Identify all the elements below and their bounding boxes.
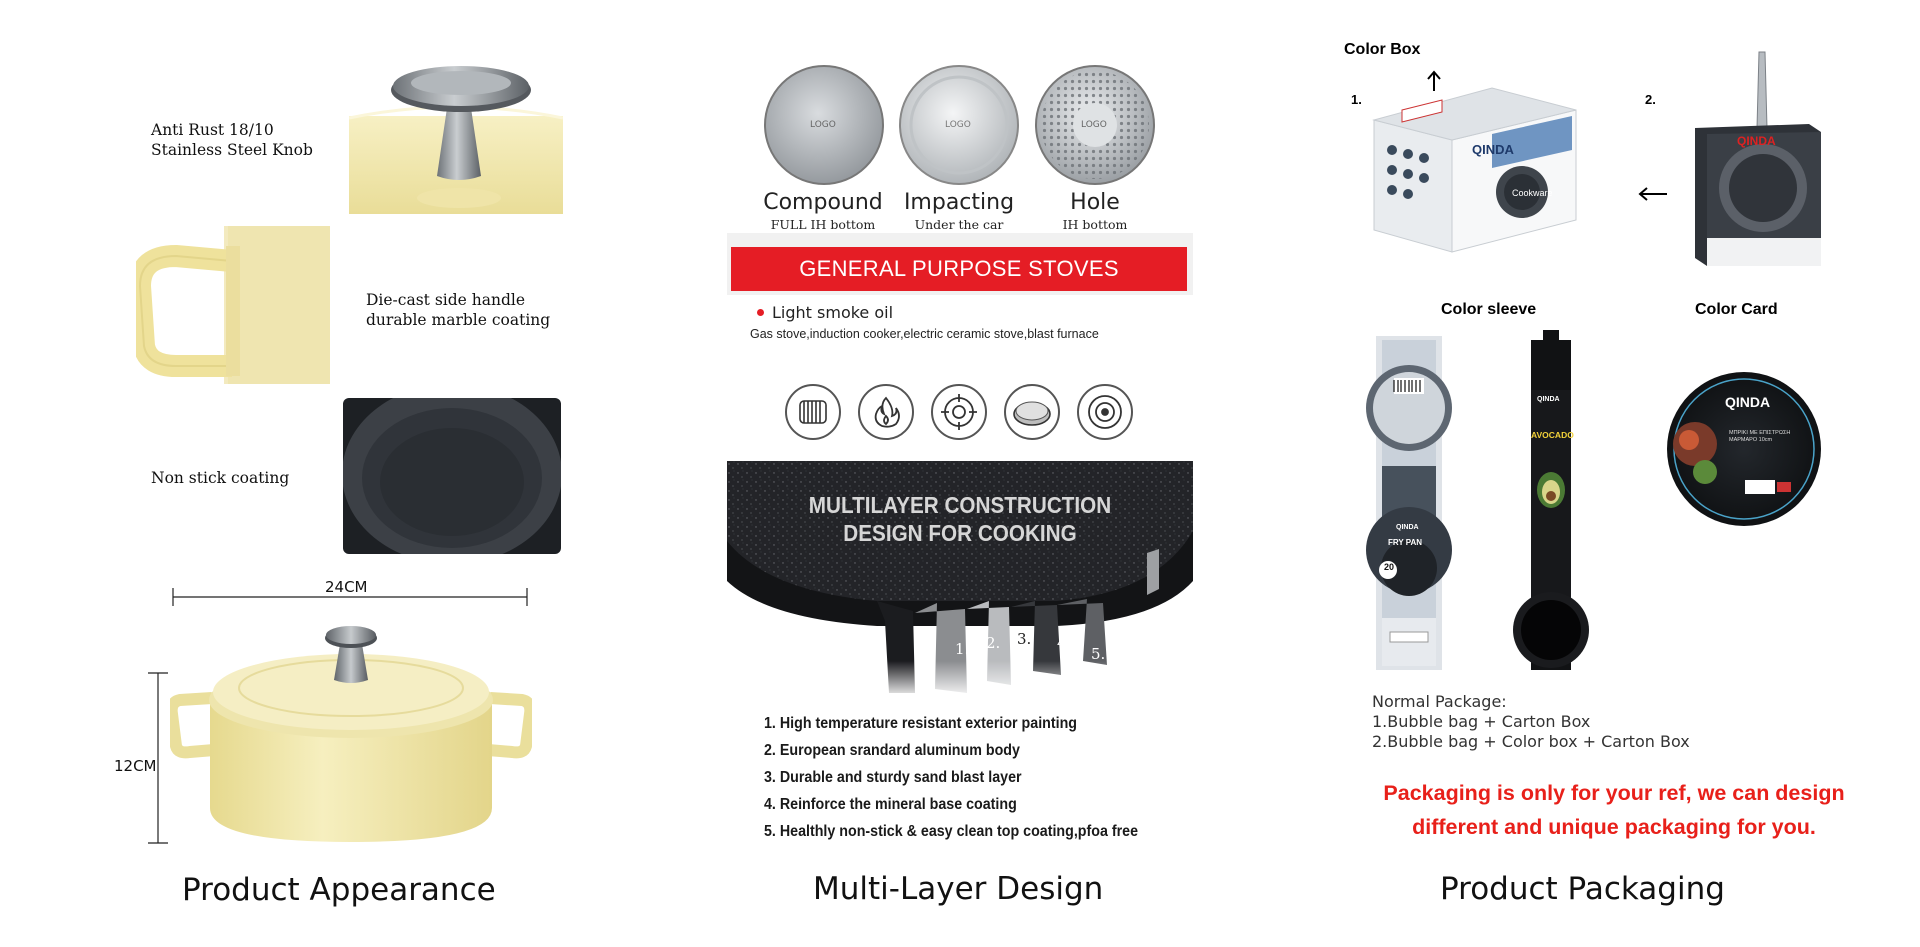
hole-name: Hole xyxy=(1070,190,1120,215)
box-number-2: 2. xyxy=(1645,92,1656,107)
construction-title-line-1: MULTILAYER CONSTRUCTION xyxy=(808,492,1112,518)
arrow-up-icon xyxy=(1426,70,1442,92)
sleeve-avocado-label: AVOCADO xyxy=(1531,430,1574,440)
color-box-image: QINDA Cookware xyxy=(1372,80,1578,256)
impacting-logo-text: LOGO xyxy=(945,120,971,130)
hole-logo-text: LOGO xyxy=(1081,120,1107,130)
ceramic-plate-icon xyxy=(1004,384,1060,440)
multilayer-construction-image: MULTILAYER CONSTRUCTION DESIGN FOR COOKI… xyxy=(727,461,1193,699)
card-greek-label: ΜΠΡΙΚΙ ΜΕ ΕΠΙΣΤΡΩΣΗ ΜΑΡΜΑΡΟ 10cm xyxy=(1729,430,1791,443)
compound-logo-text: LOGO xyxy=(810,120,836,130)
stove-icons-row xyxy=(785,384,1133,440)
impacting-bottom-disc: LOGO xyxy=(898,64,1020,186)
impacting-sub: Under the car xyxy=(914,217,1004,232)
package-option-2: 2.Bubble bag + Color box + Carton Box xyxy=(1372,732,1690,751)
hole-sub: IH bottom xyxy=(1062,217,1128,232)
coating-photo xyxy=(343,398,561,554)
knob-feature-label: Anti Rust 18/10 Stainless Steel Knob xyxy=(151,121,313,159)
multilayer-caption: Multi-Layer Design xyxy=(813,871,1104,907)
color-sleeve-dark-image: QINDA AVOCADO xyxy=(1511,330,1591,670)
layer-number-1: 1. xyxy=(955,640,970,658)
color-card-heading: Color Card xyxy=(1695,301,1778,318)
construction-title: MULTILAYER CONSTRUCTION DESIGN FOR COOKI… xyxy=(750,491,1169,547)
layer-number-5: 5. xyxy=(1091,645,1106,663)
layer-item-3: 3. Durable and sturdy sand blast layer xyxy=(764,769,1022,786)
box-number-1: 1. xyxy=(1351,92,1362,107)
layer-number-3: 3. xyxy=(1017,630,1032,648)
stoves-list-label: Gas stove,induction cooker,electric cera… xyxy=(750,327,1099,341)
fry-pan-box-brand: QINDA xyxy=(1737,134,1776,148)
card-brand-label: QINDA xyxy=(1725,394,1771,410)
fry-pan-box-image: QINDA xyxy=(1693,48,1825,268)
width-dimension-label: 24CM xyxy=(325,578,368,596)
layer-item-5: 5. Healthly non-stick & easy clean top c… xyxy=(764,823,1139,840)
knob-photo xyxy=(349,56,563,214)
layer-number-4: 4. xyxy=(1057,634,1072,652)
box-brand-label: QINDA xyxy=(1472,142,1514,157)
layer-item-2: 2. European srandard aluminum body xyxy=(764,742,1020,759)
color-sleeve-light-image: QINDA FRY PAN 20 xyxy=(1366,336,1452,670)
hole-bottom-disc: LOGO xyxy=(1034,64,1156,186)
packaging-notice-line-2: different and unique packaging for you. xyxy=(1412,815,1816,839)
impacting-name: Impacting xyxy=(903,190,1015,215)
gas-burner-icon xyxy=(931,384,987,440)
height-dimension-line xyxy=(146,672,170,844)
sleeve-brand-dark: QINDA xyxy=(1537,396,1560,403)
packaging-caption: Product Packaging xyxy=(1440,871,1725,907)
appearance-caption: Product Appearance xyxy=(182,872,496,908)
handle-photo xyxy=(136,226,330,384)
layer-number-2: 2. xyxy=(986,634,1001,652)
color-sleeve-heading: Color sleeve xyxy=(1441,301,1537,318)
construction-title-line-2: DESIGN FOR COOKING xyxy=(843,520,1077,546)
induction-coil-icon xyxy=(785,384,841,440)
compound-sub: FULL IH bottom xyxy=(770,217,876,232)
light-smoke-oil-label: Light smoke oil xyxy=(772,303,894,322)
package-option-1: 1.Bubble bag + Carton Box xyxy=(1372,712,1591,731)
flame-icon xyxy=(858,384,914,440)
color-card-image: QINDA ΜΠΡΙΚΙ ΜΕ ΕΠΙΣΤΡΩΣΗ ΜΑΡΜΑΡΟ 10cm xyxy=(1665,362,1823,536)
width-dimension-line xyxy=(172,586,528,608)
height-dimension-label: 12CM xyxy=(114,757,157,775)
compound-name: Compound xyxy=(763,190,883,215)
bullet-dot-icon xyxy=(757,309,764,316)
handle-feature-label: Die-cast side handle durable marble coat… xyxy=(366,291,551,329)
box-side-label: Cookware xyxy=(1512,188,1553,198)
normal-package-title: Normal Package: xyxy=(1372,692,1507,711)
casserole-pot-image xyxy=(165,618,537,844)
layer-item-1: 1. High temperature resistant exterior p… xyxy=(764,715,1078,732)
layer-item-4: 4. Reinforce the mineral base coating xyxy=(764,796,1017,813)
arrow-left-icon xyxy=(1638,186,1668,202)
sleeve-size-label: 20 xyxy=(1384,562,1395,572)
packaging-notice-line-1: Packaging is only for your ref, we can d… xyxy=(1383,781,1845,805)
sleeve-brand-light: QINDA xyxy=(1396,524,1419,531)
coating-feature-label: Non stick coating xyxy=(151,469,290,487)
sleeve-fry-pan-label: FRY PAN xyxy=(1388,538,1423,547)
general-purpose-stoves-banner: GENERAL PURPOSE STOVES xyxy=(731,247,1187,291)
compound-bottom-disc: LOGO xyxy=(763,64,885,186)
hob-ring-icon xyxy=(1077,384,1133,440)
color-box-heading: Color Box xyxy=(1344,41,1421,58)
